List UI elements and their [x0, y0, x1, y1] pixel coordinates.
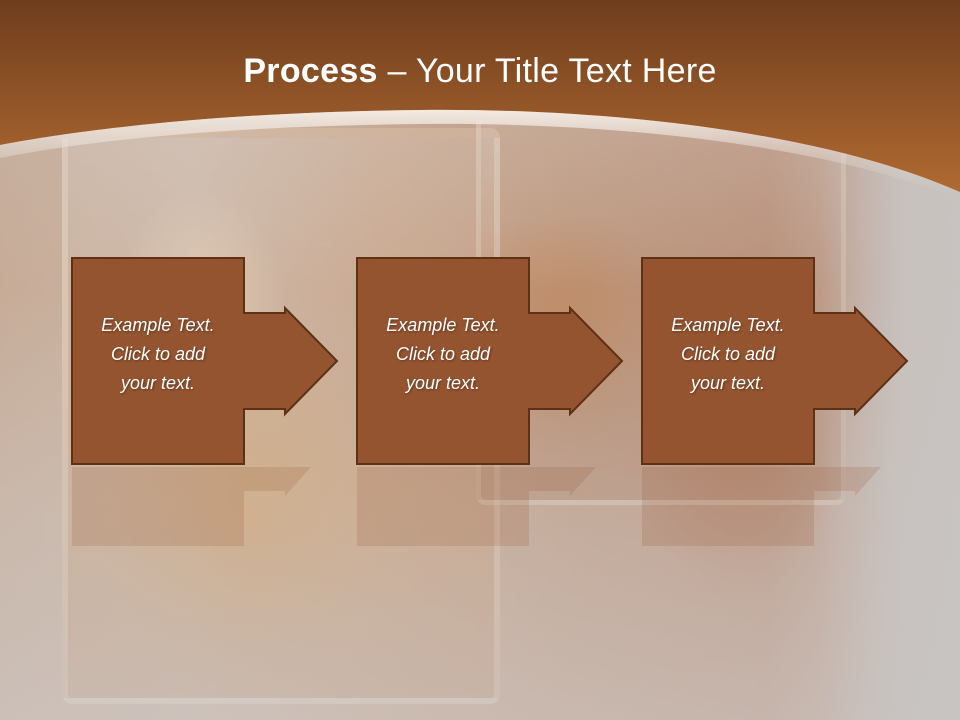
step-text-line: Click to add — [110, 344, 206, 364]
process-step-3[interactable]: Example Text. Click to add your text. — [641, 257, 909, 465]
step-text-line: your text. — [690, 373, 766, 393]
step-text-line: your text. — [120, 373, 196, 393]
step-reflection — [642, 467, 881, 546]
step-text-line: Example Text. — [386, 315, 500, 335]
title-banner: Process – Your Title Text Here — [0, 0, 960, 200]
step-text-line: Click to add — [395, 344, 491, 364]
process-step-2[interactable]: Example Text. Click to add your text. — [356, 257, 624, 465]
arrow-box-shape — [641, 257, 909, 465]
slide-title[interactable]: Process – Your Title Text Here — [0, 52, 960, 91]
process-step-text[interactable]: Example Text. Click to add your text. — [75, 311, 241, 398]
process-step-text[interactable]: Example Text. Click to add your text. — [645, 311, 811, 398]
title-rest: – Your Title Text Here — [377, 52, 717, 90]
step-text-line: your text. — [405, 373, 481, 393]
step-text-line: Click to add — [680, 344, 776, 364]
arrow-box-shape — [356, 257, 624, 465]
step-reflection — [72, 467, 311, 546]
process-step-text[interactable]: Example Text. Click to add your text. — [360, 311, 526, 398]
step-reflection — [357, 467, 596, 546]
process-step-1[interactable]: Example Text. Click to add your text. — [71, 257, 339, 465]
step-text-line: Example Text. — [671, 315, 785, 335]
title-banner-shape — [0, 0, 960, 200]
title-bold: Process — [243, 52, 378, 90]
arrow-box-shape — [71, 257, 339, 465]
step-text-line: Example Text. — [101, 315, 215, 335]
